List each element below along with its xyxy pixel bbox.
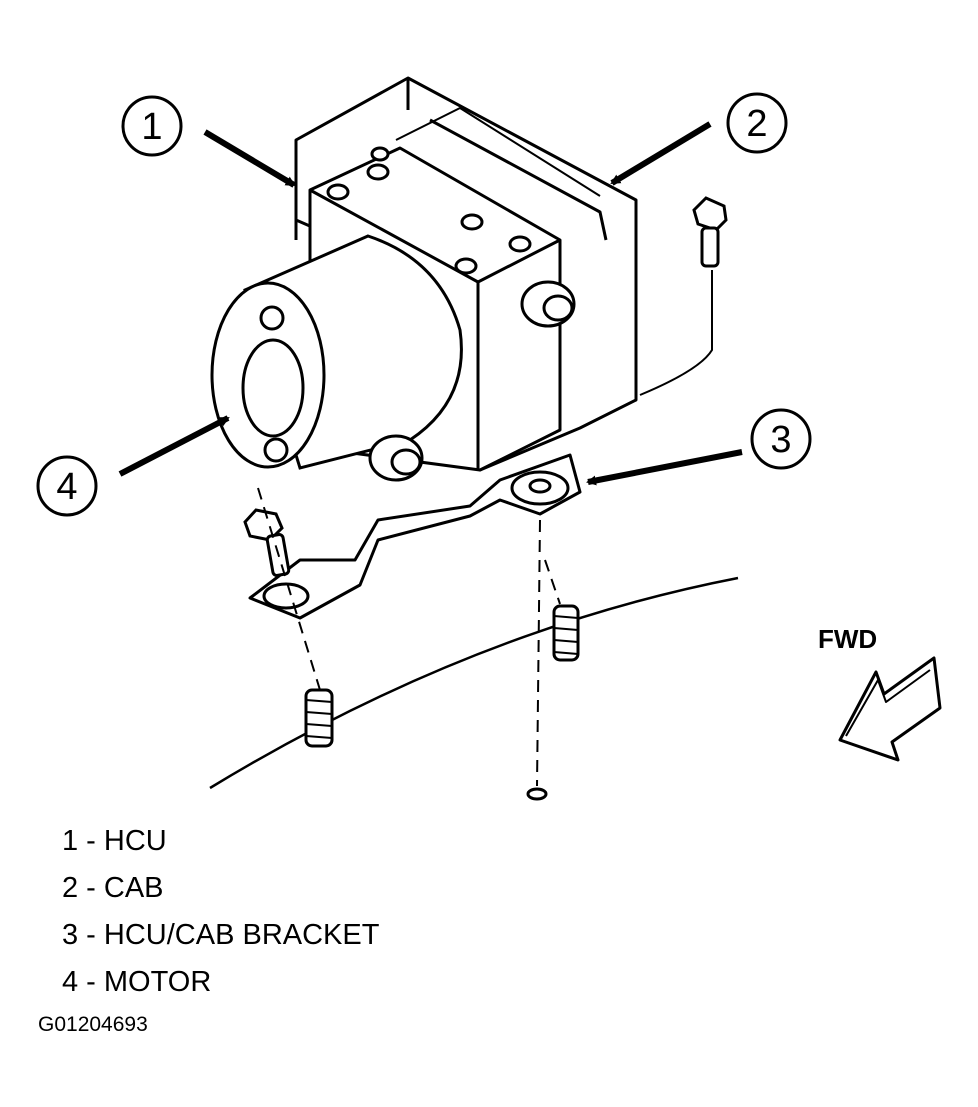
leader-arrows (118, 121, 743, 486)
fwd-label: FWD (818, 624, 877, 654)
stud-right (552, 604, 580, 662)
legend-item-1: 1 - HCU (62, 825, 167, 857)
callout-circle (121, 95, 183, 157)
cab-bolt (639, 196, 728, 396)
callout-number: 2 (746, 103, 767, 145)
figure-id: G01204693 (38, 1013, 148, 1036)
callout-circle (726, 92, 788, 154)
motor (210, 234, 463, 470)
legend-item-4: 4 - MOTOR (62, 966, 212, 998)
leader-arrow-2 (610, 121, 712, 186)
callout-number: 1 (141, 106, 162, 148)
alignment-lines (257, 487, 561, 787)
leader-arrow-4 (118, 415, 230, 477)
callout-1: 1 (121, 95, 183, 157)
hcu-grommets (368, 280, 576, 482)
hcu-cab-bracket (248, 453, 582, 620)
leader-arrow-3 (586, 449, 743, 486)
callout-circle (36, 455, 98, 517)
leader-arrow-1 (203, 129, 296, 188)
legend-item-3: 3 - HCU/CAB BRACKET (62, 919, 380, 951)
callout-2: 2 (726, 92, 788, 154)
parts-legend: 1 - HCU 2 - CAB 3 - HCU/CAB BRACKET 4 - … (62, 818, 379, 1006)
legend-item-2: 2 - CAB (62, 872, 164, 904)
mounting-hole (526, 787, 548, 801)
stud-left (304, 688, 334, 748)
fwd-arrow-icon (838, 656, 942, 762)
callout-4: 4 (36, 455, 98, 517)
callout-3: 3 (750, 408, 812, 470)
callout-number: 4 (56, 466, 77, 508)
callout-circle (750, 408, 812, 470)
mounting-surface-curve (209, 576, 739, 790)
callout-number: 3 (770, 419, 791, 461)
